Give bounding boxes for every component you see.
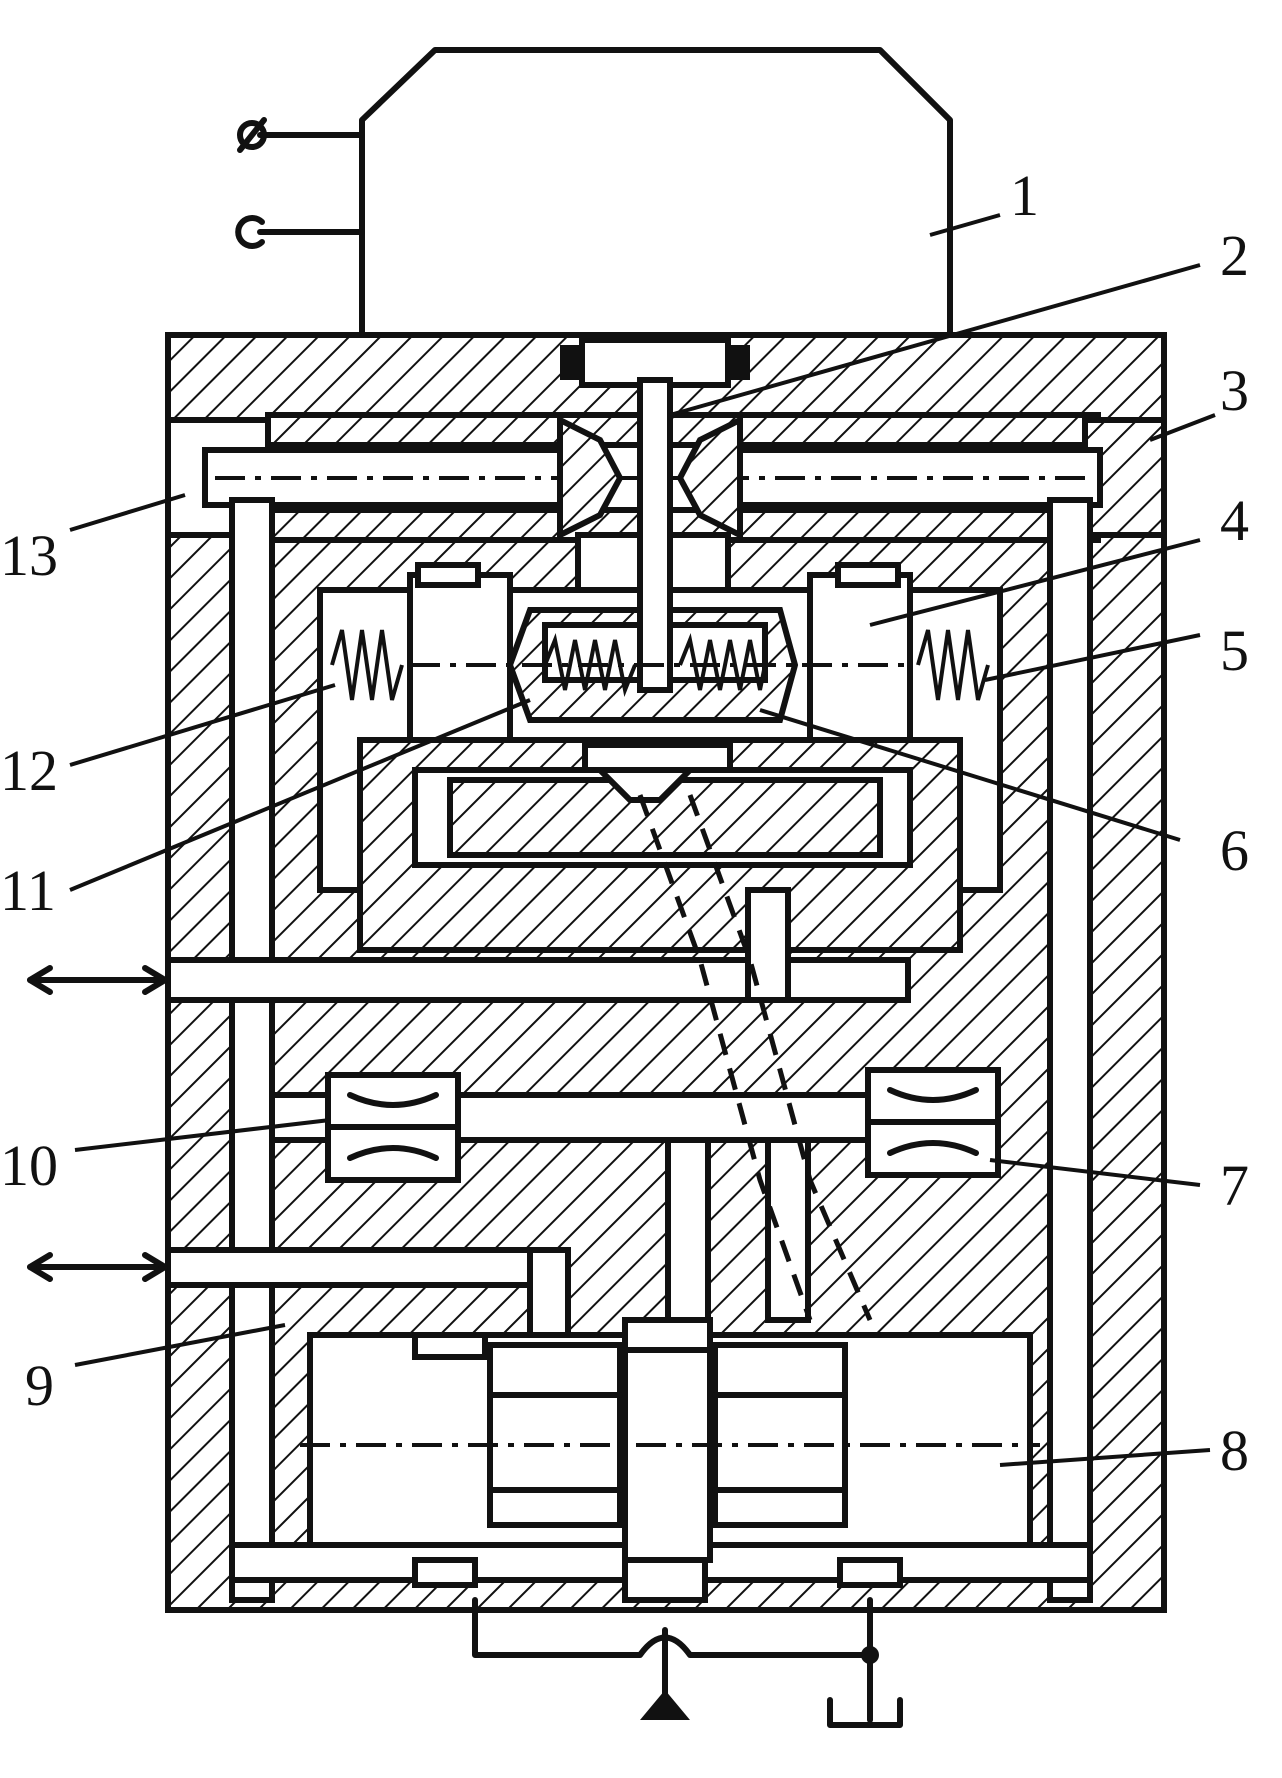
valve-body [165, 332, 1167, 1613]
label-12: 12 [0, 738, 58, 803]
label-3: 3 [1220, 358, 1249, 423]
restrictor-right [865, 1067, 1001, 1178]
flow-arrow-lower [27, 1252, 168, 1282]
label-11: 11 [0, 858, 56, 923]
label-13: 13 [0, 523, 58, 588]
label-10: 10 [0, 1133, 58, 1198]
electrical-terminal-icon [237, 117, 267, 153]
label-2: 2 [1220, 223, 1249, 288]
torque-motor [235, 47, 953, 338]
label-6: 6 [1220, 818, 1249, 883]
pump-icon [640, 1690, 690, 1720]
restrictor-left [325, 1072, 461, 1183]
label-4: 4 [1220, 488, 1249, 553]
callout-labels: 1 2 3 4 5 6 7 8 9 10 11 12 13 [0, 163, 1249, 1483]
label-7: 7 [1220, 1153, 1249, 1218]
external-piping [472, 1597, 903, 1728]
flow-arrow-upper [27, 965, 168, 995]
label-8: 8 [1220, 1418, 1249, 1483]
label-5: 5 [1220, 618, 1249, 683]
leader-lines [69, 213, 1216, 1467]
label-9: 9 [25, 1353, 54, 1418]
label-1: 1 [1010, 163, 1039, 228]
electrical-terminal-icon [235, 215, 265, 249]
tank-icon [827, 1697, 903, 1728]
